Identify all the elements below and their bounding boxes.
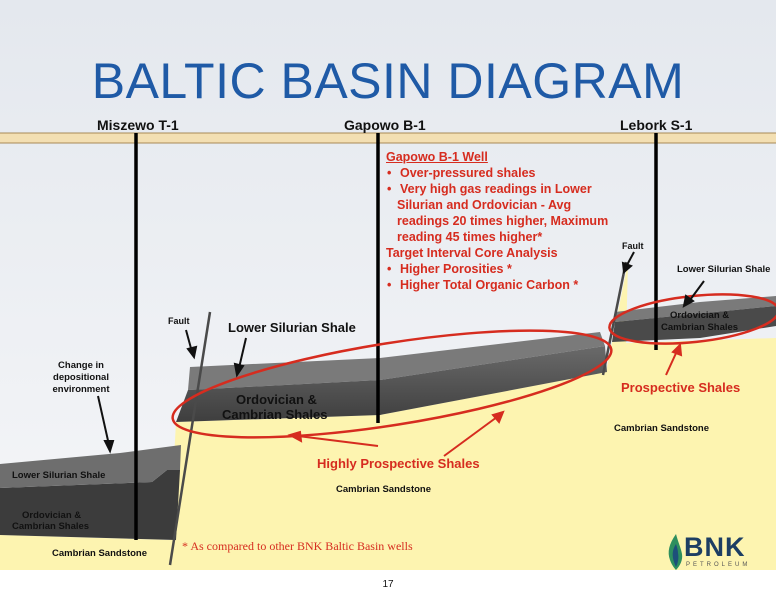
right-ordovician-cambrian-shale <box>612 306 776 342</box>
left-block-sandstone <box>0 535 178 570</box>
info-bullets-1: Over-pressured shales Very high gas read… <box>386 165 676 197</box>
annotation-arrows-red <box>287 342 683 457</box>
gas-continuation: Silurian and Ordovician - Avg readings 2… <box>372 197 676 245</box>
fault-label-left: Fault <box>168 316 190 326</box>
logo-name: BNK <box>684 532 746 562</box>
change-label-line2: depositional <box>53 372 109 383</box>
change-label-line3: environment <box>52 384 110 395</box>
well-label-gapowo: Gapowo B-1 <box>344 117 426 133</box>
flame-icon <box>668 534 683 570</box>
left-lower-silurian-label: Lower Silurian Shale <box>12 470 105 481</box>
gapowo-info-box: Gapowo B-1 Well Over-pressured shales Ve… <box>386 149 676 293</box>
right-ordo-label-line1: Ordovician & <box>670 310 729 321</box>
info-subheading: Target Interval Core Analysis <box>386 246 558 260</box>
page-title: BALTIC BASIN DIAGRAM <box>92 53 685 109</box>
surface-layer <box>0 133 776 143</box>
central-ordovician-cambrian-shale <box>176 346 607 422</box>
fault-line-left <box>168 311 212 566</box>
page-number: 17 <box>382 579 394 590</box>
info-bullet-gas-readings: Very high gas readings in Lower <box>386 181 676 197</box>
right-sandstone-label: Cambrian Sandstone <box>614 423 709 434</box>
info-bullets-2: Higher Porosities * Higher Total Organic… <box>386 261 676 293</box>
fault-label-right: Fault <box>622 241 644 251</box>
info-heading: Gapowo B-1 Well <box>386 150 488 164</box>
info-bullet-overpressured: Over-pressured shales <box>386 165 676 181</box>
right-ordo-label-line2: Cambrian Shales <box>661 322 738 333</box>
central-ordo-label-line1: Ordovician & <box>236 392 317 407</box>
highly-prospective-label: Highly Prospective Shales <box>317 456 480 471</box>
gas-line2: Silurian and Ordovician - Avg <box>397 198 572 212</box>
prospective-ellipse <box>608 293 776 345</box>
bnk-logo: BNK PETROLEUM <box>664 530 774 574</box>
prospective-label: Prospective Shales <box>621 380 740 395</box>
left-ordo-label-line2: Cambrian Shales <box>12 521 89 532</box>
footnote: * As compared to other BNK Baltic Basin … <box>182 539 413 553</box>
central-lower-silurian-shale <box>188 332 605 390</box>
central-sandstone-label: Cambrian Sandstone <box>336 484 431 495</box>
info-bullet-toc: Higher Total Organic Carbon * <box>386 277 676 293</box>
logo-sub: PETROLEUM <box>686 562 751 568</box>
info-bullet-porosities: Higher Porosities * <box>386 261 676 277</box>
well-label-miszewo: Miszewo T-1 <box>97 117 179 133</box>
highly-prospective-ellipse <box>171 329 613 439</box>
left-sandstone-label: Cambrian Sandstone <box>52 548 147 559</box>
slide-footer-area <box>0 570 776 600</box>
central-ordo-label-line2: Cambrian Shales <box>222 407 328 422</box>
left-ordo-label-line1: Ordovician & <box>22 510 81 521</box>
gas-line3: readings 20 times higher, Maximum <box>397 214 609 228</box>
gas-line1: Very high gas readings in Lower <box>400 182 592 196</box>
central-lower-silurian-label: Lower Silurian Shale <box>228 320 356 335</box>
gas-line4: reading 45 times higher* <box>397 230 543 244</box>
well-label-lebork: Lebork S-1 <box>620 117 693 133</box>
right-lower-silurian-label: Lower Silurian Shale <box>677 264 770 275</box>
change-label-line1: Change in <box>58 360 104 371</box>
